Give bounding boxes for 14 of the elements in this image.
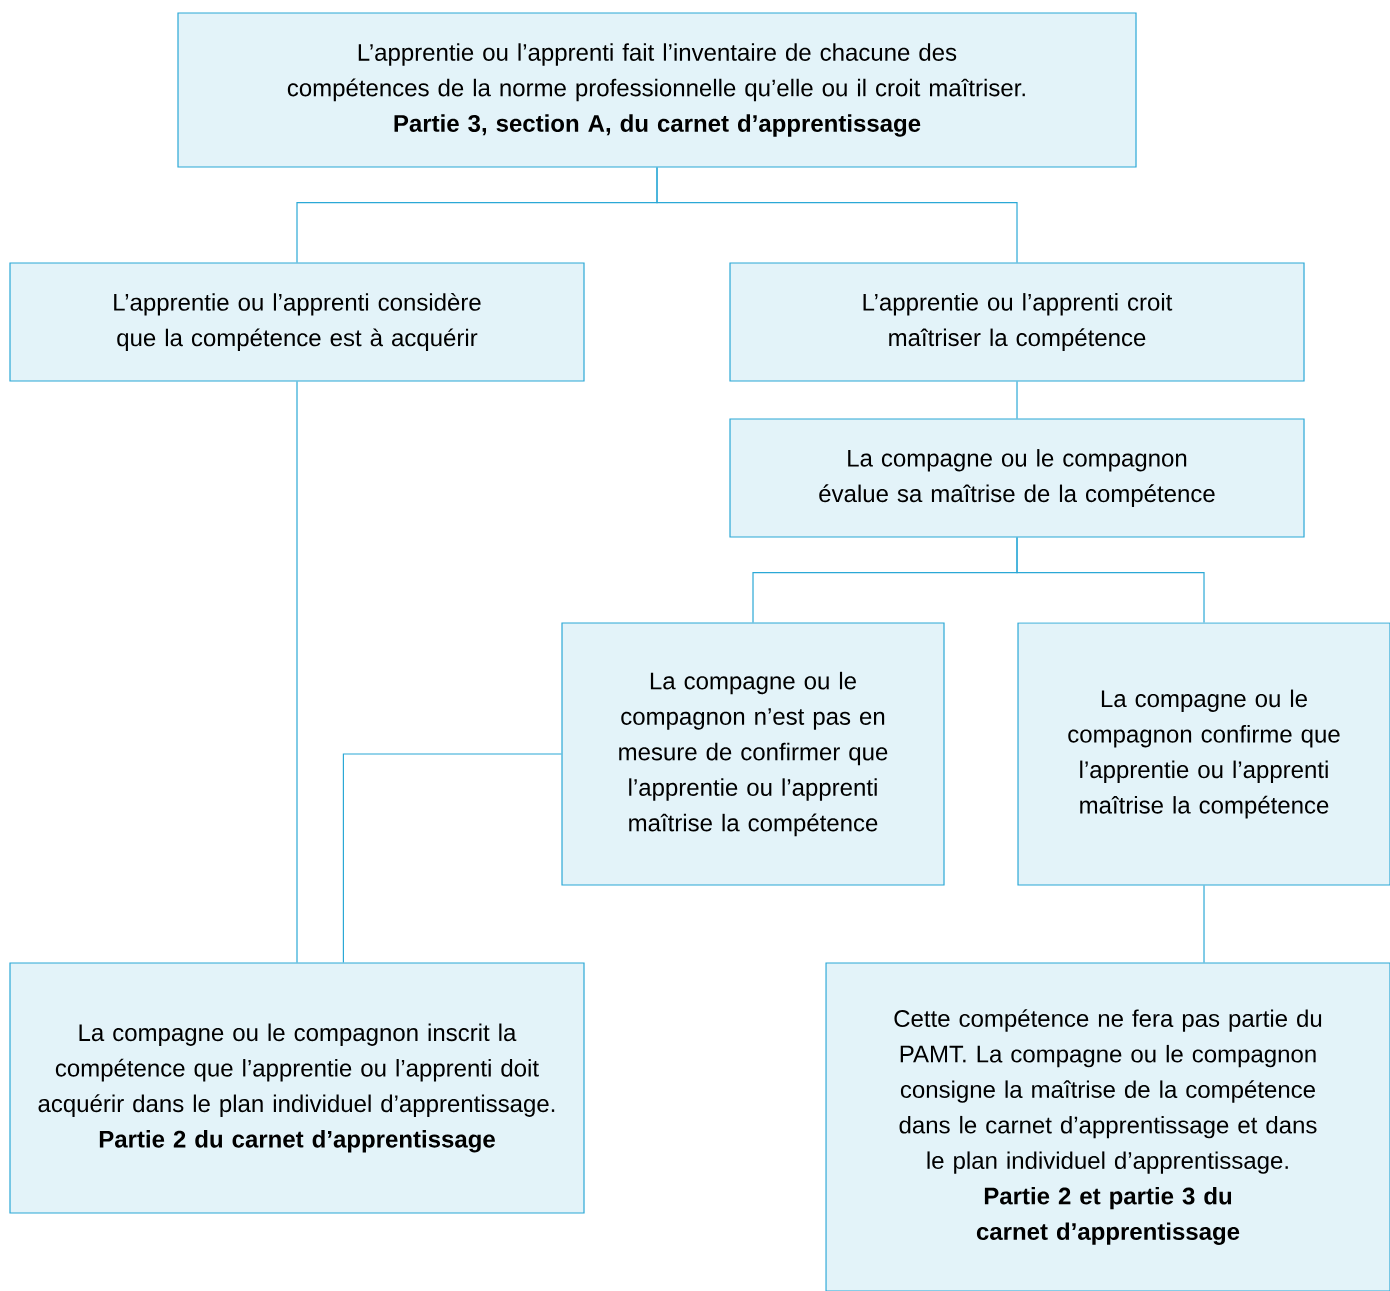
process-box: L’apprentie ou l’apprenti fait l’inventaire de chacune des compétences de la norme professionnelle qu’elle ou il croit maîtriser. Partie 3, section A, du carnet d’apprentissage <box>177 12 1137 168</box>
connector-line <box>1203 885 1205 963</box>
process-box: La compagne ou le compagnon inscrit la compétence que l’apprentie ou l’apprenti doit acquérir dans le plan individuel d’apprentissage. Partie 2 du carnet d’apprentissage <box>9 962 585 1214</box>
process-box: La compagne ou le compagnon évalue sa maîtrise de la compétence <box>729 418 1305 538</box>
process-box: L’apprentie ou l’apprenti croit maîtriser la compétence <box>729 262 1305 382</box>
process-box: Cette compétence ne fera pas partie du PAMT. La compagne ou le compagnon consigne la maîtrise de la compétence dans le carnet d’apprentissage et dans le plan individuel d’apprentissage. Partie 2 et partie 3 du carnet d’apprentissage <box>825 962 1390 1291</box>
connector-line <box>1016 381 1018 419</box>
connector-line <box>342 753 562 963</box>
process-box: La compagne ou le compagnon confirme que l’apprentie ou l’apprenti maîtrise la compétence <box>1017 622 1390 886</box>
process-box: L’apprentie ou l’apprenti considère que la compétence est à acquérir <box>9 262 585 382</box>
process-box: La compagne ou le compagnon n’est pas en mesure de confirmer que l’apprentie ou l’apprenti maîtrise la compétence <box>561 622 945 886</box>
connector-line <box>1016 537 1205 623</box>
connector-line <box>656 167 1018 263</box>
connector-line <box>296 381 298 963</box>
